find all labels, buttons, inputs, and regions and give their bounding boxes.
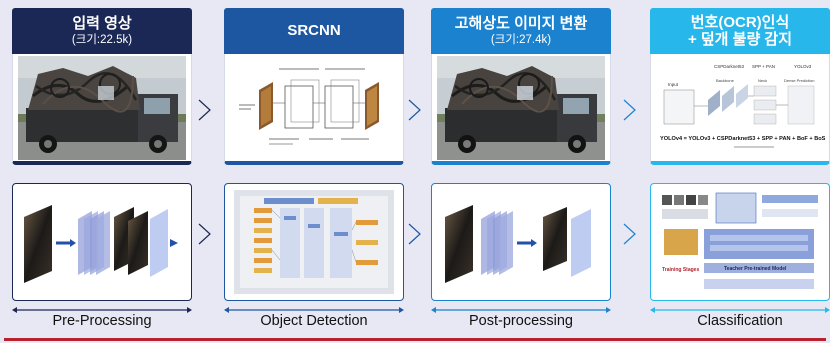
object-detection-panel [224,183,404,301]
stage-pre-processing: 입력 영상 (크기:22.5k) [12,8,192,329]
stage-title: 입력 영상 [72,15,132,33]
frame-stack-diagram [445,205,591,283]
stage-label: Classification [697,313,783,329]
stage-arrow-line [12,307,192,313]
truck-photo [18,55,186,160]
srcnn-panel [224,54,404,165]
stage-title-line2: + 덮개 불량 감지 [687,31,793,48]
stage-object-detection: SRCNN [224,8,404,329]
stage-label: Post-processing [469,313,573,329]
stage-arrow-line [650,307,830,313]
yolo-tag: Backbone [716,78,735,83]
yolo-tag: YOLOv3 [794,64,812,69]
chevron-right-icon [623,99,636,121]
classification-training-label: Training Stages [662,267,699,273]
stage-arrow-line [431,307,611,313]
stage-arrow-line [224,307,404,313]
yolo-tag: SPP + PAN [752,64,775,69]
chevron-right-icon [408,223,421,245]
stage-title: SRCNN [287,22,341,40]
classification-panel: Teacher Pre-trained Model Training Stage… [650,183,830,301]
post-processing-panel [431,183,611,301]
stage-label: Pre-Processing [52,313,152,329]
stage-post-processing: 고해상도 이미지 변환 (크기:27.4k) [431,8,611,329]
yolo-tag: CSPDarknet53 [714,64,745,69]
stage-title-line1: 번호(OCR)인식 [690,13,790,31]
srcnn-architecture-diagram [229,57,399,158]
stage-label: Object Detection [260,313,368,329]
stage-header: 고해상도 이미지 변환 (크기:27.4k) [431,8,611,54]
yolo-tag: Dense Prediction [784,78,814,83]
yolo-architecture-diagram: CSPDarknet53 SPP + PAN YOLOv3 Input Back… [654,55,826,160]
object-detection-flowchart [234,190,394,294]
classification-model-diagram: Teacher Pre-trained Model Training Stage… [654,187,826,297]
chevron-right-icon [408,99,421,121]
yolo-tag: Input [668,82,679,87]
stage-header: 입력 영상 (크기:22.5k) [12,8,192,54]
classification-model-label: Teacher Pre-trained Model [724,266,787,272]
chevron-right-icon [198,223,211,245]
bottom-divider [4,338,826,341]
yolo-tag: Neck [758,78,767,83]
stage-title: 고해상도 이미지 변환 [454,15,588,33]
stage-header: 번호(OCR)인식 + 덮개 불량 감지 [650,8,830,54]
stage-subtitle: (크기:22.5k) [71,33,133,46]
input-image-panel [12,54,192,165]
chevron-right-icon [623,223,636,245]
stage-classification: 번호(OCR)인식 + 덮개 불량 감지 CSPDarknet53 SPP + … [650,8,830,329]
stage-header: SRCNN [224,8,404,54]
chevron-right-icon [198,99,211,121]
stage-subtitle: (크기:27.4k) [490,33,552,46]
yolo-caption: YOLOv4 = YOLOv3 + CSPDarknet53 + SPP + P… [660,136,826,142]
truck-photo [437,55,605,160]
frame-stack-diagram [24,205,178,283]
yolo-panel: CSPDarknet53 SPP + PAN YOLOv3 Input Back… [650,54,830,165]
high-res-image-panel [431,54,611,165]
pre-processing-panel [12,183,192,301]
